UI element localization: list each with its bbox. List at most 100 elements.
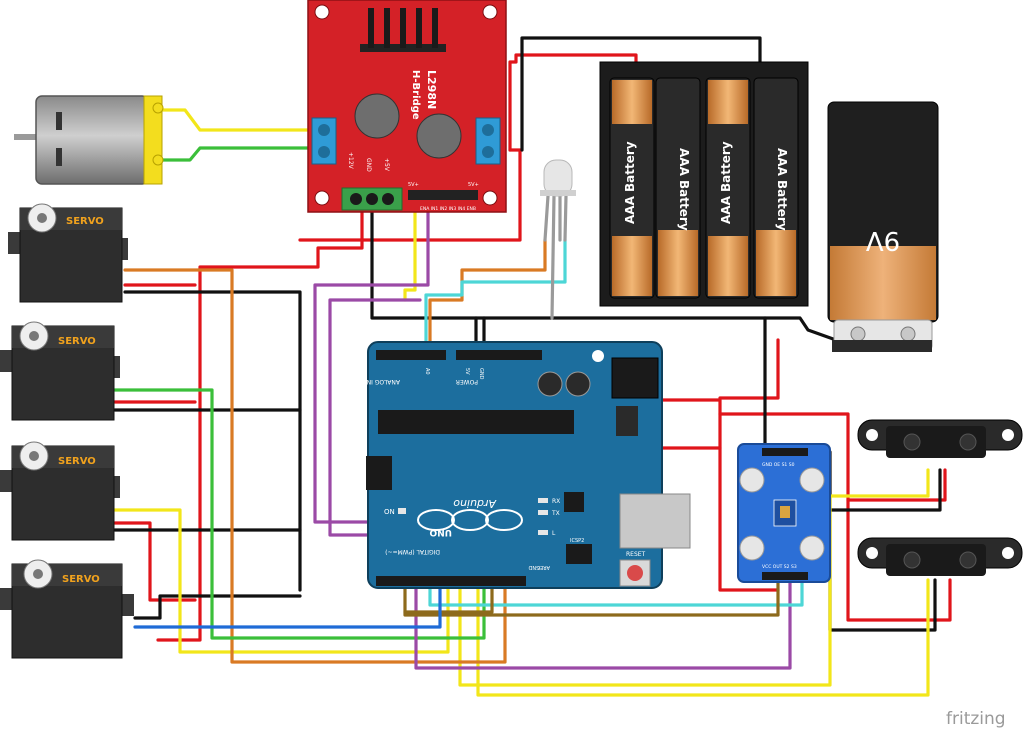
orange-wire-servo1	[123, 268, 507, 664]
arduino-uno: ANALOG IN POWER A0 5V GND ICSP ON Arduin…	[360, 341, 691, 589]
capacitor	[565, 371, 591, 397]
servo-4: SERVO	[0, 559, 134, 659]
terminal-screw	[366, 193, 378, 205]
ir-sensor-1	[857, 419, 1023, 458]
red-wire-hb-right	[298, 148, 522, 242]
hbridge-pin-5v: +5V	[383, 158, 390, 172]
black-wire-servo4	[133, 594, 302, 620]
battery-cell-label: AAA Battery	[775, 148, 789, 231]
tx-led	[538, 510, 548, 515]
usb-port	[619, 493, 691, 549]
rgb-led	[540, 159, 576, 197]
ir-emitter	[903, 433, 921, 451]
capacitor	[537, 371, 563, 397]
sensor-led	[739, 535, 765, 561]
servo-2: SERVO	[0, 321, 120, 421]
mount-hole	[866, 429, 878, 441]
red-wire-battery-to-hbridge	[156, 194, 364, 642]
battery-cell-label: AAA Battery	[719, 141, 733, 224]
led-leg-1	[543, 194, 550, 242]
black-wire-servo1	[123, 290, 302, 592]
analog-header-pins	[376, 350, 446, 360]
color-sensor: GND OE S1 S0 VCC OUT S2 S3	[737, 443, 831, 583]
signal-header	[408, 190, 478, 200]
terminal-screw	[482, 146, 494, 158]
hbridge-inputs-label: ENA IN1 IN2 IN3 IN4 ENB	[420, 206, 476, 212]
hbridge-title: L298N	[425, 70, 438, 109]
terminal-screw	[382, 193, 394, 205]
l-led	[538, 530, 548, 535]
capacitor	[354, 93, 400, 139]
servo-label: SERVO	[58, 456, 96, 467]
analog-header-label: ANALOG IN	[367, 378, 400, 385]
servo-hub	[33, 569, 43, 579]
l298n-hbridge: L298N H-Bridge +12V GND +5V 5V+ 5V+ ENA …	[307, 0, 507, 213]
mount-hole	[1002, 429, 1014, 441]
battery-cell-label: AAA Battery	[623, 141, 637, 224]
svg-text:ICSP2: ICSP2	[570, 538, 584, 544]
led-leg-4	[563, 194, 568, 242]
servo-tab	[0, 470, 12, 492]
mount-hole	[482, 4, 498, 20]
gnd-label: GND	[528, 564, 540, 570]
red-wire-sensor-right2	[846, 468, 947, 502]
led-leg-2	[550, 194, 556, 320]
battery-cell-label: AAA Battery	[677, 148, 691, 231]
red-wire-top	[508, 53, 638, 152]
servo-tab	[0, 588, 12, 610]
terminal-screw	[350, 193, 362, 205]
servo-tab	[0, 350, 12, 372]
nine-volt-clip	[832, 340, 932, 352]
battery-cell-4: AAA Battery	[753, 77, 799, 299]
usb-chip	[564, 492, 584, 512]
digital-header-label: DIGITAL (PWM=~)	[385, 548, 440, 555]
motor-vent	[56, 148, 62, 166]
ir-receiver	[959, 551, 977, 569]
red-wire-9v	[718, 338, 780, 400]
hbridge-header-5v-right: 5V+	[468, 182, 479, 188]
arduino-logo: Arduino UNO	[417, 497, 523, 537]
mount-hole	[1002, 547, 1014, 559]
heatsink	[360, 8, 446, 52]
hbridge-pin-gnd: GND	[365, 158, 372, 172]
on-led-label: ON	[384, 508, 395, 516]
black-wire-battery-top	[520, 36, 762, 152]
mount-hole	[866, 547, 878, 559]
fritzing-watermark: fritzing	[946, 709, 1006, 729]
purple-wire-sensor	[414, 580, 792, 670]
motor-body	[35, 95, 149, 185]
cyan-wire-sensor	[428, 580, 804, 607]
on-led	[398, 508, 406, 514]
brown-wire-arduino	[403, 583, 494, 614]
l-label: L	[552, 530, 556, 537]
blue-wire-servo4	[133, 583, 442, 629]
yellow-wire-motor	[158, 108, 322, 132]
sensor-top-header	[762, 448, 808, 456]
green-wire-servo2	[113, 388, 486, 640]
nine-volt-label: 9V	[866, 225, 901, 255]
hbridge-subtitle: H-Bridge	[410, 70, 421, 120]
servo-label: SERVO	[66, 216, 104, 227]
rx-led	[538, 498, 548, 503]
photodiode	[780, 506, 790, 518]
sensor-top-pins: GND OE S1 S0	[762, 462, 795, 468]
mount-hole	[482, 190, 498, 206]
nine-volt-battery: 9V	[827, 101, 939, 352]
led-rim	[540, 190, 576, 196]
mount-hole	[592, 350, 604, 362]
brown-wire-sensor	[403, 580, 780, 617]
yellow-wire-hbridge	[403, 196, 417, 302]
servo-1: SERVO	[8, 203, 128, 303]
sensor-led	[739, 467, 765, 493]
sensor-led	[799, 535, 825, 561]
reset-label: RESET	[626, 551, 646, 558]
black-wire-9v	[763, 316, 838, 342]
pin-5v-label: 5V	[464, 368, 470, 375]
hbridge-board	[307, 0, 507, 213]
power-header-label: POWER	[456, 378, 478, 385]
reset-button-cap[interactable]	[627, 565, 643, 581]
pin-a0-label: A0	[424, 368, 430, 375]
arduino-model: UNO	[429, 527, 452, 537]
ir-receiver	[959, 433, 977, 451]
